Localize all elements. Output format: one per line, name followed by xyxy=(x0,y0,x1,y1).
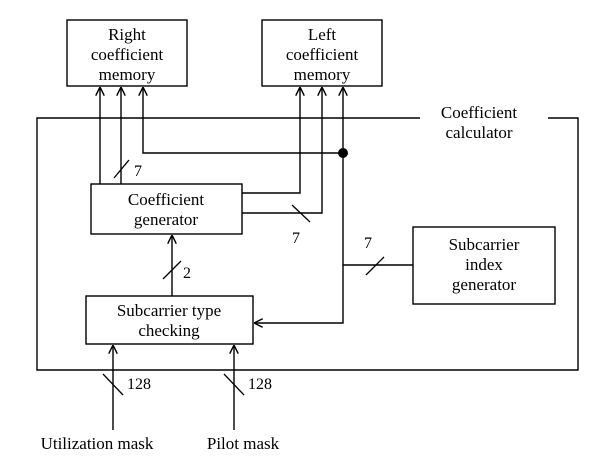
left-memory-arrow-2 xyxy=(242,88,322,214)
left-bus-width: 7 xyxy=(292,230,300,247)
utilization-bus-slash xyxy=(102,373,124,396)
left-memory-arrow-1 xyxy=(242,88,300,194)
index-bus-slash xyxy=(365,256,385,276)
coef-generator-line2: generator xyxy=(134,210,199,229)
frame-label-line1: Coefficient xyxy=(441,103,517,122)
left-coefficient-memory-block: Left coefficient memory xyxy=(261,19,383,87)
type-bus-width: 2 xyxy=(183,265,191,282)
left-memory-line3: memory xyxy=(294,65,351,84)
utilization-bus-width: 128 xyxy=(127,376,151,393)
right-bus-slash xyxy=(113,159,130,179)
coef-generator-line1: Coefficient xyxy=(128,190,204,209)
coefficient-generator-block: Coefficient generator xyxy=(90,183,243,235)
utilization-mask-label: Utilization mask xyxy=(41,434,154,453)
right-memory-line2: coefficient xyxy=(91,45,164,64)
index-bus-width: 7 xyxy=(364,235,372,252)
right-bus-width: 7 xyxy=(134,163,142,180)
index-to-type-checking-arrow xyxy=(255,265,344,323)
pilot-bus-width: 128 xyxy=(248,376,272,393)
left-bus-slash xyxy=(291,204,311,223)
left-memory-line1: Left xyxy=(308,25,337,44)
type-bus-slash xyxy=(162,260,182,280)
subcarrier-index-generator-block: Subcarrier index generator xyxy=(412,226,556,305)
index-bus-line xyxy=(342,153,413,266)
index-generator-line1: Subcarrier xyxy=(449,235,520,254)
right-memory-line1: Right xyxy=(108,25,146,44)
right-memory-line3: memory xyxy=(99,65,156,84)
index-to-right-memory-arrow xyxy=(143,88,343,154)
frame-label-line2: calculator xyxy=(445,123,512,142)
index-generator-line2: index xyxy=(465,255,503,274)
index-generator-line3: generator xyxy=(452,275,517,294)
type-checking-line2: checking xyxy=(138,321,200,340)
subcarrier-type-checking-block: Subcarrier type checking xyxy=(85,295,254,345)
type-checking-line1: Subcarrier type xyxy=(117,301,221,320)
right-coefficient-memory-block: Right coefficient memory xyxy=(66,19,188,87)
left-memory-line2: coefficient xyxy=(286,45,359,64)
pilot-bus-slash xyxy=(223,373,245,396)
coefficient-calculator-frame xyxy=(36,117,579,371)
pilot-mask-label: Pilot mask xyxy=(207,434,280,453)
